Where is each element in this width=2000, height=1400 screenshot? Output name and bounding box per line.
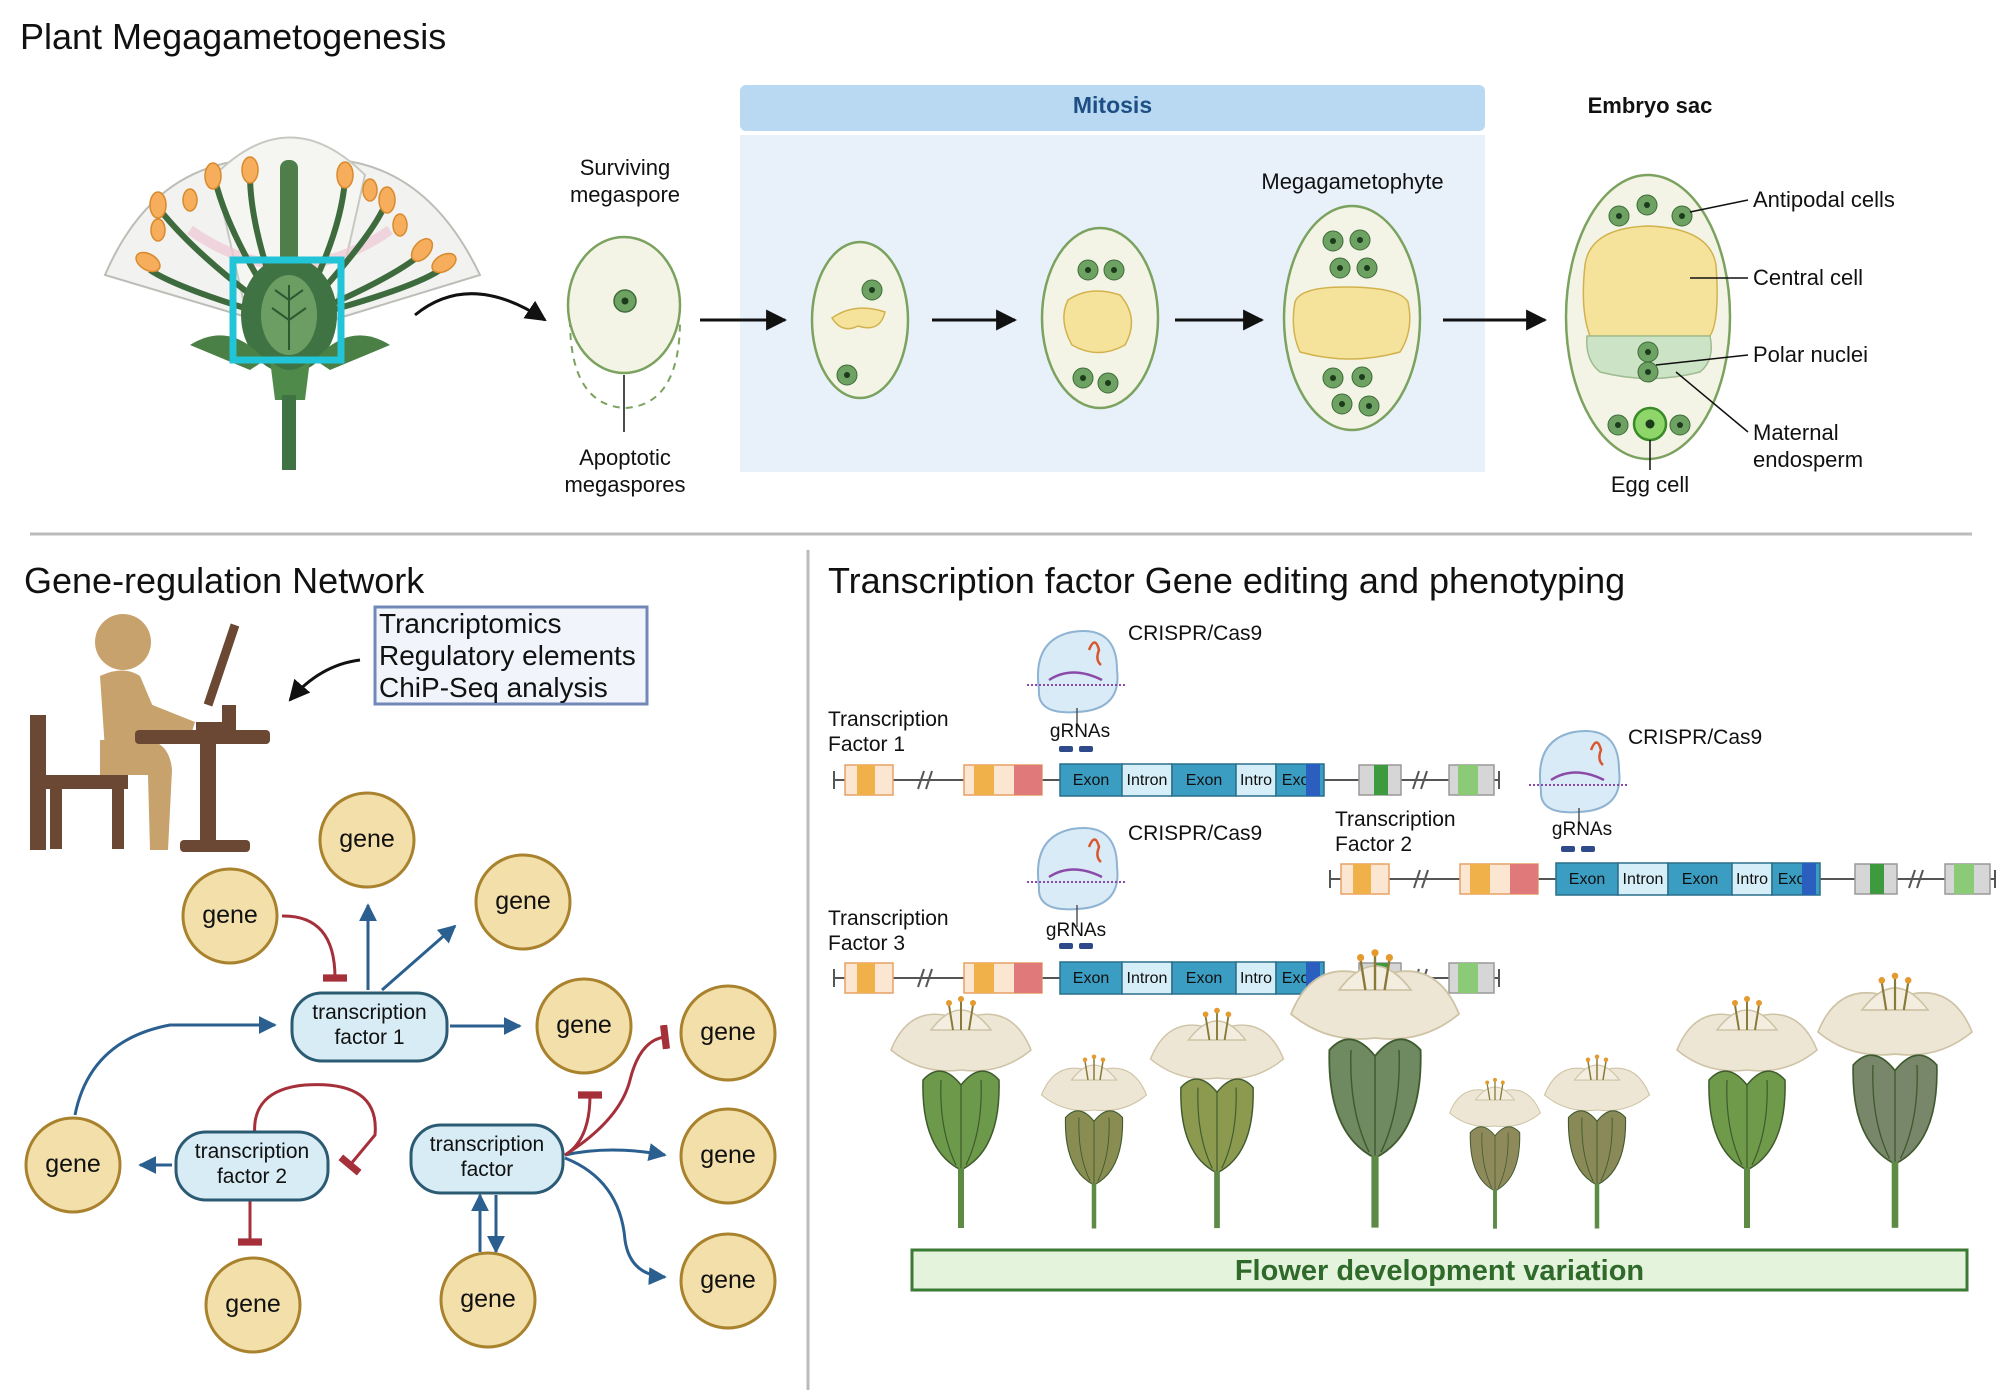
embryo-sac-label: Embryo sac bbox=[1587, 93, 1713, 118]
tf-label-line: factor bbox=[460, 1158, 514, 1181]
tf-label-line: transcription bbox=[194, 1140, 310, 1163]
mitosis-label: Mitosis bbox=[1072, 92, 1153, 118]
egg-cell-label: Egg cell bbox=[1610, 472, 1690, 497]
curved-arrow bbox=[414, 292, 547, 322]
intron-label: Intron bbox=[1127, 970, 1168, 987]
gene-node-label: gene bbox=[339, 825, 395, 853]
grn-network-nodes bbox=[24, 791, 777, 1354]
track-label-line: Factor 3 bbox=[828, 932, 906, 955]
exon-label: Exon bbox=[1073, 772, 1109, 789]
data-source-item: Trancriptomics bbox=[379, 608, 562, 639]
intron-label: Intron bbox=[1127, 772, 1168, 789]
gene-node-label: gene bbox=[700, 1266, 756, 1294]
tf2-track-label: Transcription Factor 2 bbox=[1335, 807, 1456, 857]
tf3-track-label: Transcription Factor 3 bbox=[828, 906, 949, 956]
tf-label-line: transcription bbox=[429, 1133, 545, 1156]
track-label-line: Factor 2 bbox=[1335, 833, 1413, 856]
variation-label: Flower development variation bbox=[1234, 1255, 1645, 1287]
gene-node-label: gene bbox=[202, 901, 258, 929]
maternal-endosperm-label: Maternal endosperm bbox=[1753, 420, 1864, 472]
crispr-label: CRISPR/Cas9 bbox=[1128, 622, 1263, 645]
flower-phenotype-1 bbox=[890, 996, 1032, 1228]
gene-node-label: gene bbox=[700, 1141, 756, 1169]
exon-label: Exon bbox=[1682, 871, 1718, 888]
gene-node-label: gene bbox=[225, 1290, 281, 1318]
central-cell-label: Central cell bbox=[1753, 265, 1864, 290]
flower-phenotype-4 bbox=[1289, 949, 1461, 1228]
grnas-label: gRNAs bbox=[1045, 920, 1107, 941]
exon-label: Exon bbox=[1186, 970, 1222, 987]
flower-phenotype-2 bbox=[1040, 1054, 1148, 1229]
crispr-cas9-complex-1 bbox=[1027, 630, 1127, 752]
exon-label: Exon bbox=[1186, 772, 1222, 789]
transcription-factor-node: transcription factor bbox=[411, 1132, 563, 1182]
mitosis-band bbox=[740, 85, 1485, 131]
gene-node-label: gene bbox=[460, 1285, 516, 1313]
antipodal-cells-label: Antipodal cells bbox=[1753, 187, 1895, 212]
exon-label: Exon bbox=[1569, 871, 1605, 888]
transcription-factor-1-node: transcription factor 1 bbox=[292, 1000, 447, 1050]
polar-nuclei-label: Polar nuclei bbox=[1753, 342, 1868, 367]
crispr-cas9-complex-2 bbox=[1529, 730, 1629, 852]
intron-label: Intro bbox=[1240, 970, 1272, 987]
exon-label: Exon bbox=[1073, 970, 1109, 987]
data-arrow bbox=[288, 658, 361, 702]
flower-variation-row bbox=[890, 949, 1973, 1229]
crispr-cas9-complex-3 bbox=[1027, 827, 1127, 949]
gene-node-label: gene bbox=[495, 887, 551, 915]
researcher-at-computer-illustration bbox=[30, 614, 270, 852]
track-label-line: Transcription bbox=[828, 708, 949, 731]
grn-panel-title: Gene-regulation Network bbox=[24, 560, 425, 601]
data-sources-list: Trancriptomics Regulatory elements ChiP-… bbox=[379, 608, 636, 704]
gene-node-label: gene bbox=[45, 1150, 101, 1178]
track-label-line: Transcription bbox=[1335, 808, 1456, 831]
crispr-label: CRISPR/Cas9 bbox=[1128, 822, 1263, 845]
data-sources-box bbox=[373, 605, 649, 706]
surviving-megaspore-cell bbox=[566, 235, 682, 432]
track-label-line: Factor 1 bbox=[828, 733, 906, 756]
tf1-track-label: Transcription Factor 1 bbox=[828, 707, 949, 757]
flower-illustration bbox=[103, 136, 482, 470]
grnas-label: gRNAs bbox=[1551, 819, 1613, 840]
intron-label: Intro bbox=[1240, 772, 1272, 789]
megagametophyte-cell bbox=[1282, 204, 1422, 432]
flower-phenotype-7 bbox=[1676, 996, 1818, 1228]
flower-phenotype-8 bbox=[1817, 972, 1973, 1228]
megagametophyte-label: Megagametophyte bbox=[1261, 169, 1444, 194]
gene-node-label: gene bbox=[700, 1018, 756, 1046]
variation-banner bbox=[910, 1248, 1969, 1292]
transcription-factor-2-node: transcription factor 2 bbox=[176, 1139, 328, 1189]
data-source-item: ChiP-Seq analysis bbox=[379, 672, 608, 703]
ovary-highlight-box bbox=[229, 256, 345, 364]
gene-node-label: gene bbox=[556, 1011, 612, 1039]
embryo-sac-cell bbox=[1564, 173, 1749, 470]
two-nucleate-cell bbox=[810, 240, 910, 400]
grnas-label: gRNAs bbox=[1049, 721, 1111, 742]
data-source-item: Regulatory elements bbox=[379, 640, 636, 671]
editing-panel-title: Transcription factor Gene editing and ph… bbox=[828, 560, 1626, 601]
top-panel-title: Plant Megagametogenesis bbox=[20, 16, 447, 57]
flower-phenotype-3 bbox=[1149, 1007, 1285, 1229]
surviving-megaspore-label: Surviving megaspore bbox=[569, 155, 681, 207]
tf-label-line: transcription bbox=[312, 1001, 427, 1024]
track-label-line: Transcription bbox=[828, 907, 949, 930]
apoptotic-megaspores-label: Apoptotic megaspores bbox=[564, 445, 686, 497]
intron-label: Intron bbox=[1623, 871, 1664, 888]
crispr-label: CRISPR/Cas9 bbox=[1628, 726, 1763, 749]
four-nucleate-cell bbox=[1040, 226, 1160, 410]
tf-label-line: factor 1 bbox=[334, 1026, 405, 1049]
tf-label-line: factor 2 bbox=[216, 1165, 288, 1188]
flower-phenotype-5 bbox=[1448, 1077, 1542, 1229]
flower-phenotype-6 bbox=[1543, 1054, 1651, 1229]
intron-label: Intro bbox=[1736, 871, 1768, 888]
